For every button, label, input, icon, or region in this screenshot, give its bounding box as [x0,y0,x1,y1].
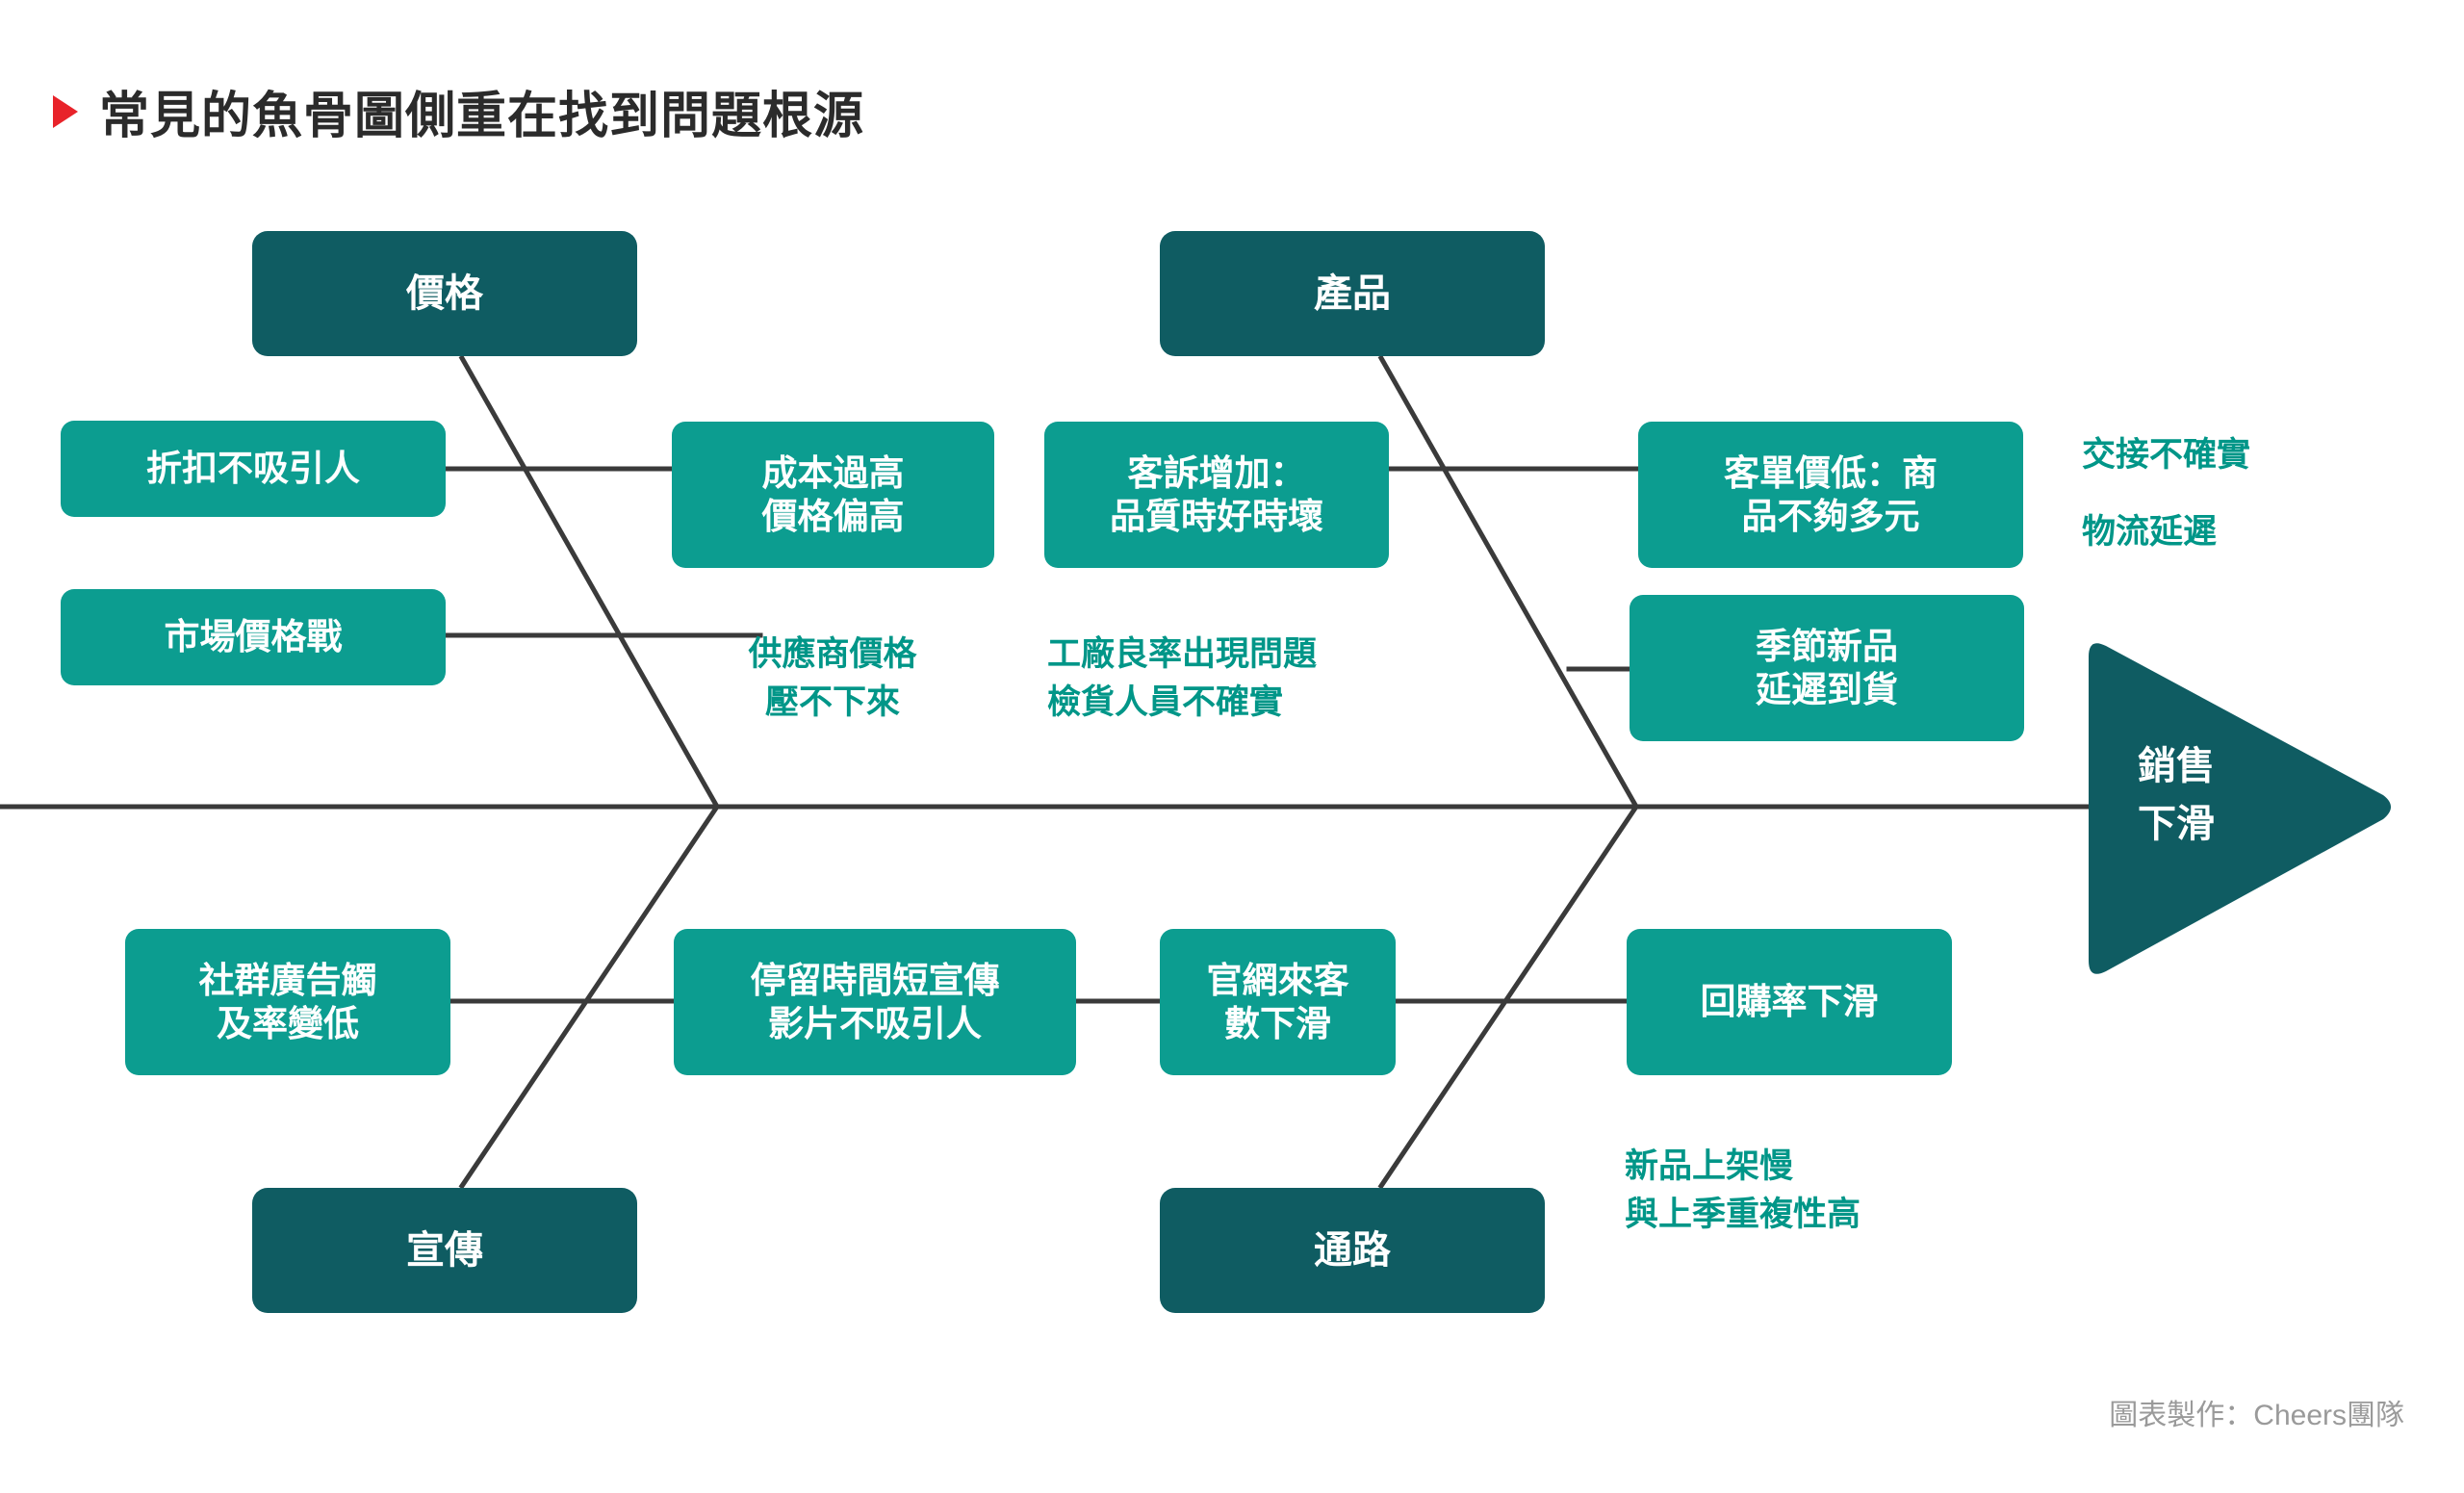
bone-price [458,354,721,811]
page-title: 常見的魚骨圖側重在找到問題根源 [53,75,864,147]
chart-credit: 圖表製作：Cheers團隊 [2109,1400,2404,1431]
cause-box-social-reach-down[interactable]: 社群廣告觸 及率變低 [125,929,450,1075]
note-new-product-slow: 新品上架慢 與上季重複性高 [1625,1147,1861,1233]
cause-box-complaints-increase[interactable]: 客訴增加： 品質時好時壞 [1044,422,1389,568]
effect-arrow[interactable]: 銷售 下滑 [2079,635,2397,982]
note-factory-yield: 工廠良率出現問題 檢貨人員不確實 [1047,635,1318,721]
category-box-promotion[interactable]: 宣傳 [252,1188,637,1313]
cause-box-discount-unattractive[interactable]: 折扣不吸引人 [61,421,446,517]
cause-box-site-traffic-down[interactable]: 官網來客 數下滑 [1160,929,1396,1075]
cause-box-short-dwell-time[interactable]: 停留時間短宣傳 影片不吸引人 [674,929,1076,1075]
cause-box-seasonal-delay[interactable]: 季節新品 延遲到貨 [1630,595,2024,741]
cause-box-price-war[interactable]: 市場價格戰 [61,589,446,685]
category-box-product[interactable]: 產品 [1160,231,1545,356]
category-box-channel[interactable]: 通路 [1160,1188,1545,1313]
bone-promotion [458,803,721,1190]
cause-box-low-order-value[interactable]: 客單價低：商 品不夠多元 [1638,422,2023,568]
cause-box-cost-too-high[interactable]: 成本過高 價格偏高 [672,422,994,568]
page-title-text: 常見的魚骨圖側重在找到問題根源 [99,89,865,144]
note-handover-unreliable: 交接不確實 [2082,436,2251,474]
cause-box-repurchase-down[interactable]: 回購率下滑 [1627,929,1952,1075]
triangle-bullet-icon [53,94,78,128]
effect-arrow-label: 銷售 下滑 [2138,745,2215,845]
note-logistics-delay: 物流延遲 [2082,513,2218,551]
bone-product [1377,354,1640,811]
category-box-price[interactable]: 價格 [252,231,637,356]
bone-channel [1377,803,1640,1190]
effect-arrow-shape [2089,643,2391,974]
note-supplier-price: 供應商價格 壓不下來 [748,635,917,721]
